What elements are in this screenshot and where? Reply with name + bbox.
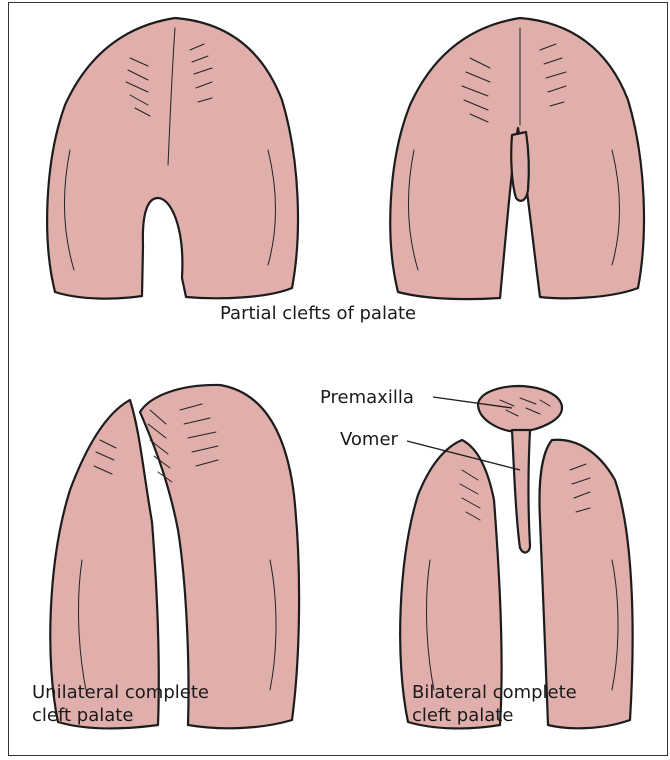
caption-partial-clefts: Partial clefts of palate bbox=[220, 302, 416, 325]
label-premaxilla: Premaxilla bbox=[320, 386, 414, 409]
palate-unilateral bbox=[50, 385, 299, 728]
label-vomer: Vomer bbox=[340, 428, 398, 451]
caption-unilateral: Unilateral complete cleft palate bbox=[32, 681, 209, 728]
palate-partial-soft bbox=[47, 18, 298, 299]
caption-bilateral: Bilateral complete cleft palate bbox=[412, 681, 577, 728]
palate-partial-hard bbox=[390, 18, 644, 299]
palate-bilateral bbox=[400, 386, 632, 728]
